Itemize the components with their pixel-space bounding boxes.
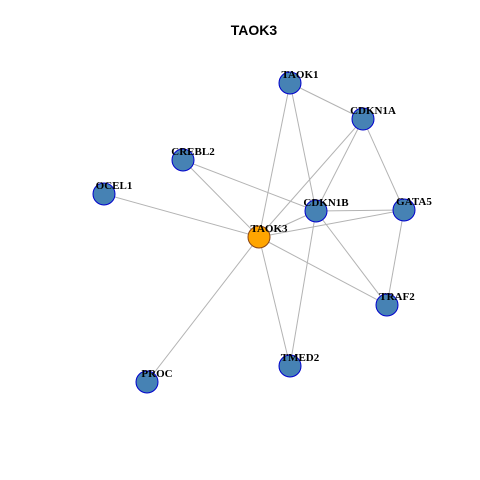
- node-tmed2[interactable]: [278, 354, 302, 378]
- edges-layer: [103, 82, 405, 383]
- node-label-cdkn1b: CDKN1B: [303, 197, 349, 209]
- node-taok1[interactable]: [278, 71, 302, 95]
- edge-taok3-cdkn1a: [258, 118, 364, 238]
- edge-taok1-cdkn1a: [289, 82, 364, 120]
- node-label-cdkn1a: CDKN1A: [350, 105, 396, 117]
- edge-cdkn1a-gata5: [362, 118, 405, 211]
- node-cdkn1a[interactable]: [351, 107, 375, 131]
- node-label-gata5: GATA5: [396, 196, 432, 208]
- nodes-layer: [92, 71, 416, 394]
- edge-crebl2-cdkn1b: [182, 159, 317, 212]
- edge-cdkn1a-cdkn1b: [315, 118, 364, 212]
- node-label-proc: PROC: [141, 368, 172, 380]
- node-traf2[interactable]: [375, 293, 399, 317]
- node-label-ocel1: OCEL1: [96, 180, 133, 192]
- node-ocel1[interactable]: [92, 182, 116, 206]
- node-taok3[interactable]: [247, 225, 271, 249]
- edge-cdkn1b-gata5: [315, 209, 405, 212]
- edge-taok1-cdkn1b: [289, 82, 317, 212]
- graph-title: TAOK3: [231, 22, 278, 38]
- node-crebl2[interactable]: [171, 148, 195, 172]
- edge-taok3-proc: [146, 236, 260, 383]
- edge-taok3-tmed2: [258, 236, 291, 367]
- node-gata5[interactable]: [392, 198, 416, 222]
- node-label-tmed2: TMED2: [281, 352, 320, 364]
- edge-taok3-ocel1: [103, 193, 260, 238]
- node-label-taok3: TAOK3: [250, 223, 288, 235]
- edge-taok3-traf2: [258, 236, 388, 306]
- node-label-taok1: TAOK1: [281, 69, 318, 81]
- edge-taok3-crebl2: [182, 159, 260, 238]
- node-label-crebl2: CREBL2: [171, 146, 215, 158]
- edge-cdkn1b-traf2: [315, 210, 388, 306]
- node-proc[interactable]: [135, 370, 159, 394]
- edge-taok3-gata5: [258, 209, 405, 238]
- edge-taok3-taok1: [258, 82, 291, 238]
- edge-cdkn1b-tmed2: [289, 210, 317, 367]
- node-label-traf2: TRAF2: [379, 291, 415, 303]
- node-cdkn1b[interactable]: [304, 199, 328, 223]
- edge-gata5-traf2: [386, 209, 405, 306]
